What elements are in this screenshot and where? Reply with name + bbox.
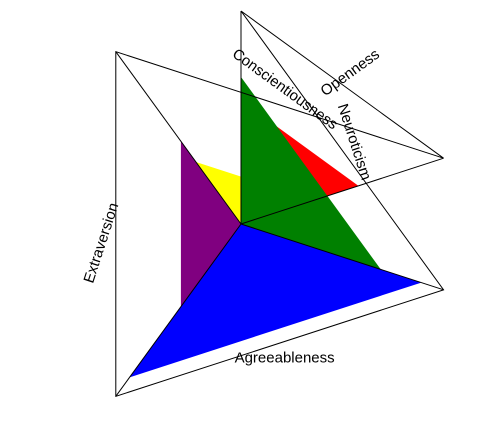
axis-label-openness: Openness bbox=[318, 46, 383, 100]
pentagon-frame bbox=[115, 10, 445, 398]
axis-label-neuroticism: Neuroticism bbox=[334, 102, 375, 183]
spoke-neuroticism bbox=[240, 223, 444, 291]
pentagon-outline bbox=[115, 10, 445, 398]
wedge-agreeableness-neuroticism bbox=[129, 224, 422, 378]
spoke-conscientiousness bbox=[240, 157, 444, 225]
axis-label-agreeableness: Agreeableness bbox=[235, 349, 335, 366]
wedge-extraversion-agreeableness bbox=[180, 141, 241, 307]
wedge-group bbox=[129, 77, 422, 378]
spoke-agreeableness bbox=[115, 223, 242, 397]
spoke-extraversion bbox=[115, 51, 242, 225]
wedge-neuroticism-openness bbox=[241, 77, 381, 270]
